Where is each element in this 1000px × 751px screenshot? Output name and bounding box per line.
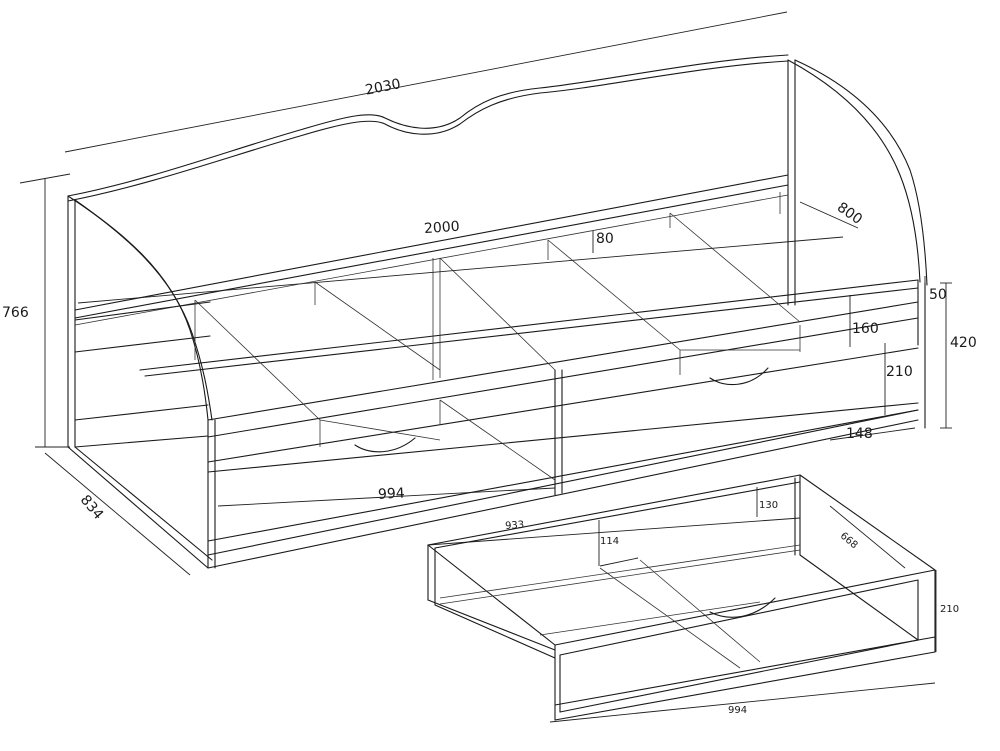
label-drawer-width: 994	[378, 485, 406, 502]
dim-line-mattress-width	[799, 201, 859, 229]
label-drawer-depth: 668	[838, 531, 860, 552]
label-overall-length: 2030	[364, 76, 402, 99]
dim-line-drawer-width	[217, 487, 556, 507]
label-mattress-length: 2000	[423, 219, 460, 237]
dim-line-drawer-depth	[829, 505, 906, 569]
label-drawer-back-height: 130	[759, 500, 778, 511]
drawer-unit	[427, 474, 936, 721]
label-depth: 834	[77, 492, 106, 523]
label-plinth: 148	[846, 426, 873, 442]
dim-line-drawer-width-bottom	[549, 682, 936, 723]
dim-line-drawer-inner	[427, 517, 801, 546]
bed-frame	[67, 54, 928, 569]
dim-line-depth	[44, 452, 191, 576]
label-top-rail: 50	[929, 287, 947, 303]
label-mattress-width: 800	[834, 199, 865, 227]
label-front-height: 420	[950, 335, 977, 351]
label-drawer-front-height: 210	[940, 604, 959, 615]
dimension-lines	[19, 11, 952, 723]
dim-line-plinth	[829, 427, 916, 441]
label-slat-offset: 80	[596, 231, 614, 247]
label-drawer-inner-length: 933	[505, 520, 525, 532]
label-height: 766	[2, 305, 29, 321]
label-drawer-front-height: 210	[886, 364, 913, 380]
dim-line-mattress-length	[77, 236, 844, 304]
label-drawer-width: 994	[728, 705, 747, 716]
label-rail-height: 160	[852, 321, 879, 337]
label-drawer-side-height: 114	[600, 536, 619, 547]
dim-line-overall-length	[64, 11, 788, 153]
dimension-labels: 2030 766 834 2000 800 80 50 420 160 210 …	[2, 76, 977, 716]
